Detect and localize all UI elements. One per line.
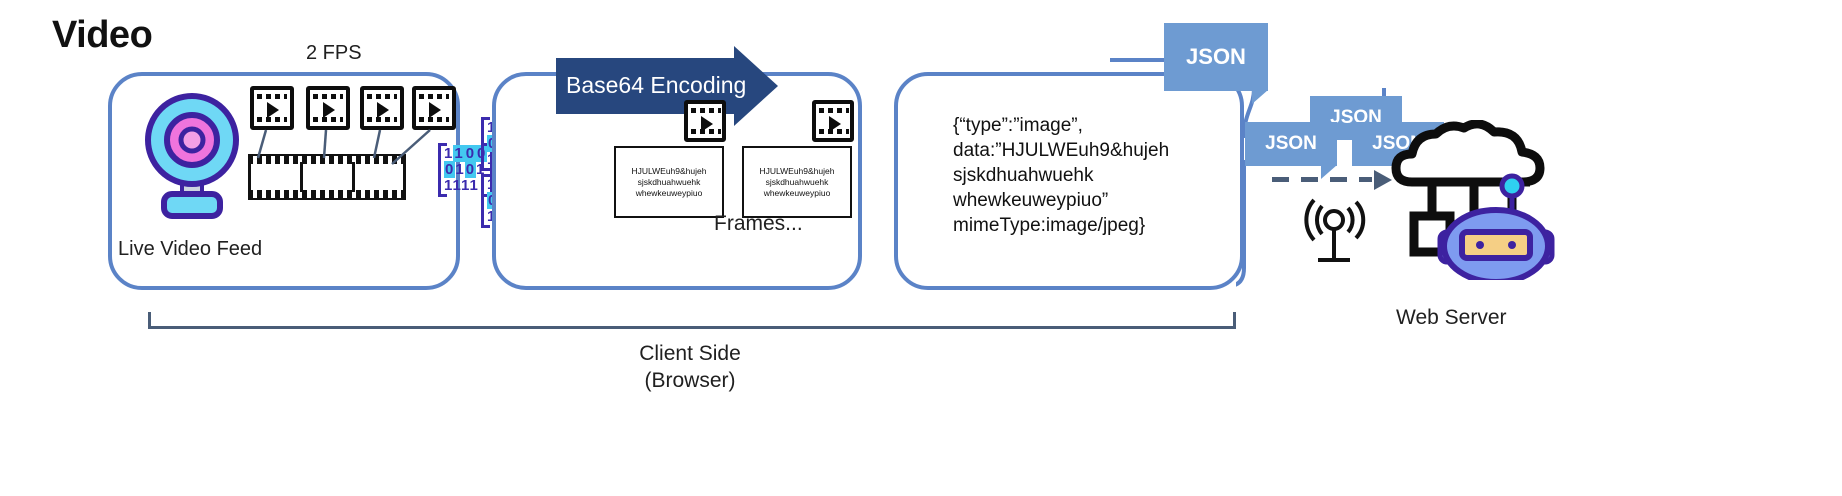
video-frame-icon-3: [360, 86, 404, 130]
web-server-icon: [1390, 119, 1560, 285]
live-video-feed-caption: Live Video Feed: [118, 238, 263, 260]
json-badge-1: JSON: [1164, 23, 1268, 104]
video-frame-icon-5: [684, 100, 726, 142]
webcam-icon: [142, 92, 242, 222]
video-frame-icon-4: [412, 86, 456, 130]
frame-connectors: [256, 129, 431, 165]
json-payload-text: {“type”:”image”, data:”HJULWEuh9&hujeh s…: [953, 115, 1170, 236]
video-frame-icon-1: [250, 86, 294, 130]
panel-json-payload: [894, 72, 1244, 290]
json-badge-1-label: JSON: [1186, 44, 1246, 69]
transmit-arrow-dashes: [1272, 177, 1372, 182]
json-badge-connector-1: [1110, 58, 1170, 62]
json-badge-connector-4: [1236, 160, 1246, 287]
frame-box-2: HJULWEuh9&hujeh sjskdhuahwuehk whewkeuwe…: [742, 146, 852, 218]
json-badge-3-label: JSON: [1265, 133, 1317, 154]
film-strip-icon: [248, 154, 406, 200]
web-server-caption: Web Server: [1396, 306, 1507, 329]
frame-box-1-text: HJULWEuh9&hujeh sjskdhuahwuehk whewkeuwe…: [631, 165, 707, 198]
client-side-caption: Client Side (Browser): [639, 342, 741, 392]
frame-box-1: HJULWEuh9&hujeh sjskdhuahwuehk whewkeuwe…: [614, 146, 724, 218]
video-frame-icon-6: [812, 100, 854, 142]
json-badge-3: JSON: [1245, 122, 1337, 179]
video-frame-icon-2: [306, 86, 350, 130]
base64-encoding-banner: Base64 Encoding: [556, 46, 778, 126]
transmit-arrow-head: [1374, 170, 1392, 190]
page-title: Video: [52, 14, 153, 56]
fps-label: 2 FPS: [306, 42, 362, 64]
client-side-bracket: [148, 312, 1236, 329]
frames-caption: Frames...: [714, 212, 803, 235]
frame-box-2-text: HJULWEuh9&hujeh sjskdhuahwuehk whewkeuwe…: [759, 165, 835, 198]
antenna-icon: [1290, 198, 1370, 266]
base64-banner-label: Base64 Encoding: [566, 72, 747, 98]
